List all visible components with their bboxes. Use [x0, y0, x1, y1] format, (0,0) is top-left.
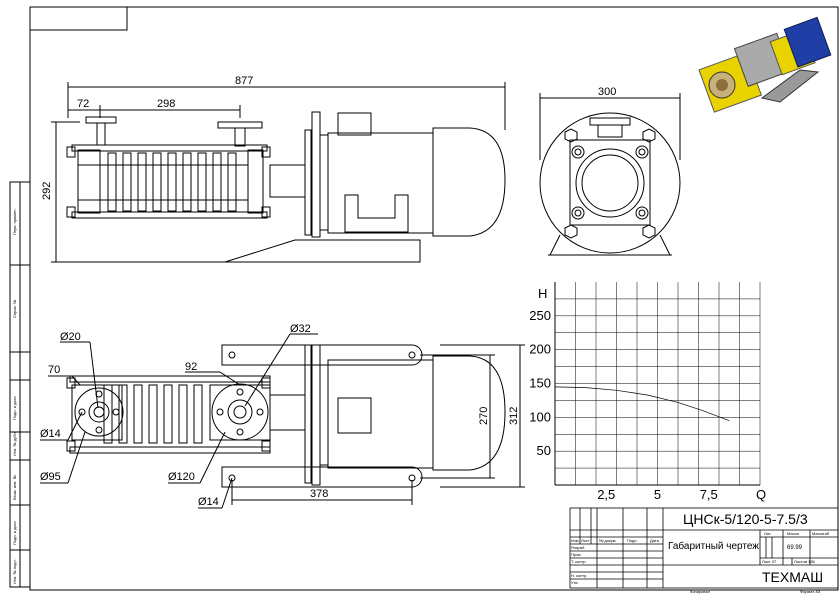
dim-dia-95: Ø95 [40, 471, 61, 483]
plan-view [40, 333, 525, 509]
chart-x-tick-label: 7,5 [700, 487, 718, 502]
col-sign: Подп. [627, 538, 638, 543]
dim-dia-14-b: Ø14 [198, 496, 219, 508]
row-tkontr: Т. контр. [571, 559, 587, 564]
dim-300: 300 [598, 86, 616, 98]
col-izm: Изм [571, 538, 579, 543]
row-prov: Пров. [571, 552, 582, 557]
chart-y-tick-label: 150 [529, 376, 551, 391]
row-razrab: Разраб. [571, 545, 585, 550]
dim-312: 312 [508, 407, 520, 425]
dim-dia-120: Ø120 [168, 471, 195, 483]
dim-72: 72 [77, 98, 89, 110]
chart-series-line [554, 386, 730, 422]
chart-y-tick-label: 100 [529, 409, 551, 424]
side-label-podp-2: Подп. и дата [12, 521, 17, 545]
chart-y-ticks: 250 200 150 100 50 [529, 308, 551, 458]
dim-70: 70 [48, 364, 60, 376]
chart-x-ticks: 2,5 5 7,5 [597, 487, 718, 502]
chart-y-tick-label: 200 [529, 342, 551, 357]
dim-dia-20: Ø20 [60, 331, 81, 343]
front-view [51, 82, 506, 263]
chart-y-axis-label: H [538, 286, 547, 301]
title-block-text: ЦНСк-5/120-5-7.5/3 Габаритный чертеж ТЕХ… [571, 511, 830, 594]
mass-value: 69.99 [787, 545, 803, 551]
row-utv: Утв. [571, 580, 579, 585]
dim-378: 378 [310, 488, 328, 500]
side-label-perv: Перв. примен. [12, 208, 17, 235]
company-name: ТЕХМАШ [762, 569, 823, 585]
hq-chart: 250 200 150 100 50 2,5 5 7,5 H Q [529, 282, 766, 502]
sheet-number: Лист 37 [762, 559, 777, 564]
side-label-inv-podl: Инв. № подл. [12, 559, 17, 584]
chart-y-tick-label: 250 [529, 308, 551, 323]
top-left-stamp [29, 7, 128, 31]
side-label-sprav: Справ. № [12, 300, 17, 318]
title-block [569, 507, 839, 589]
plan-view-dimension-labels: Ø20 Ø32 70 92 Ø14 Ø95 Ø120 Ø14 378 270 3… [40, 323, 520, 508]
chart-x-tick-label: 2,5 [597, 487, 615, 502]
scale-label: Масштаб [812, 531, 830, 536]
col-doc: № докум. [599, 538, 617, 543]
dim-292: 292 [41, 182, 53, 200]
pump-3d-render [698, 16, 832, 113]
format-label: Формат А3 [800, 589, 821, 594]
chart-x-tick-label: 5 [654, 487, 661, 502]
dim-298: 298 [157, 98, 175, 110]
copied-label: Копировал [690, 589, 711, 594]
col-list: Лист [581, 538, 590, 543]
lit-label: Лит. [764, 531, 771, 536]
side-label-inv-dubl: Инв. № дубл. [12, 431, 17, 456]
drawing-name: Габаритный чертеж [668, 540, 759, 552]
chart-x-axis-label: Q [756, 487, 766, 502]
chart-y-tick-label: 50 [537, 443, 551, 458]
side-label-vzam: Взам. инв. № [12, 475, 17, 500]
row-nkontr: Н. контр. [571, 573, 588, 578]
chart-grid [554, 282, 761, 486]
dim-92: 92 [185, 361, 197, 373]
side-label-podp-1: Подп. и дата [12, 396, 17, 420]
dim-dia-14-a: Ø14 [40, 428, 61, 440]
dim-270: 270 [478, 407, 490, 425]
front-view-dimension-labels: 877 72 298 292 [41, 75, 253, 200]
left-stamp-column: Перв. примен. Справ. № Подп. и дата Инв.… [9, 181, 31, 588]
sheet-count: Листов 136 [794, 559, 816, 564]
end-view [539, 93, 681, 256]
col-date: Дата [650, 538, 660, 543]
drawing-designation: ЦНСк-5/120-5-7.5/3 [683, 511, 808, 527]
dim-dia-32: Ø32 [290, 323, 311, 335]
mass-label: Масса [787, 531, 800, 536]
dim-877: 877 [235, 75, 253, 87]
